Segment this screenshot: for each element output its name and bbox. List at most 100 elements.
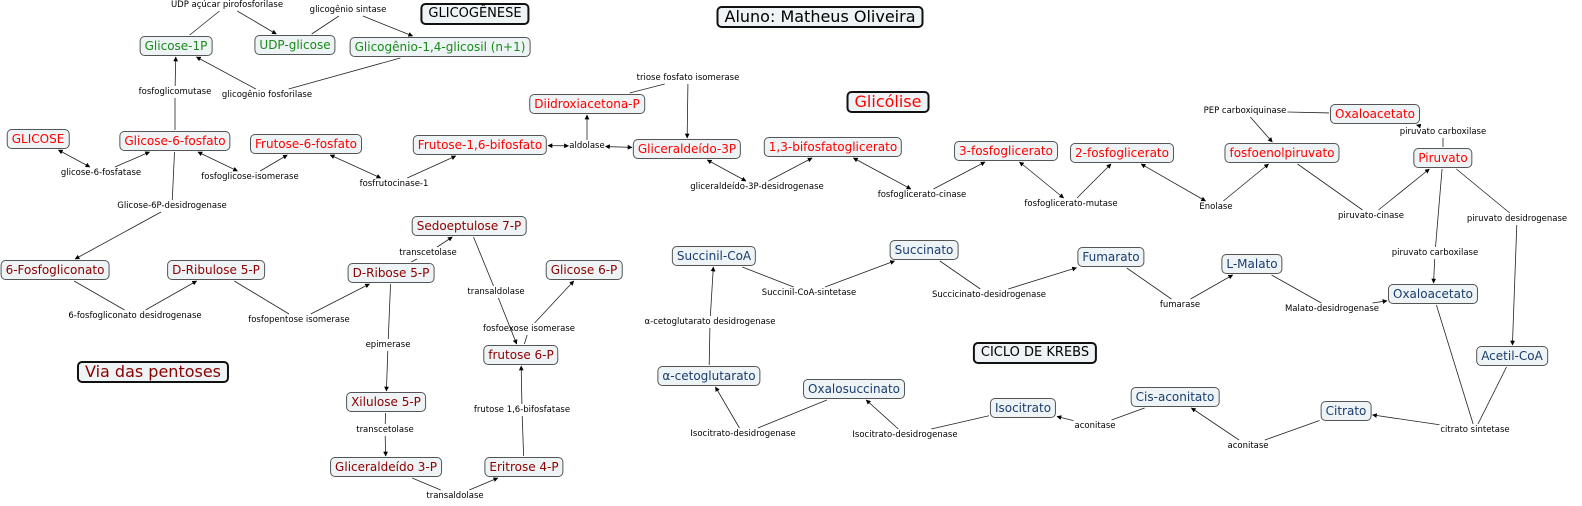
- enzyme-fosfoexose-isomerase: fosfoexose isomerase: [482, 324, 576, 334]
- edge-akg-to-akg-desidrogenase: [708, 327, 711, 366]
- node-f6p-pent[interactable]: frutose 6-P: [483, 345, 559, 365]
- node-f6p[interactable]: Frutose-6-fosfato: [250, 134, 362, 154]
- edge-fosfogliconato-desidrogenase-to-ribulose: [145, 280, 198, 311]
- edge-pep-to-piruvato-cinase: [1297, 163, 1363, 211]
- node-citrato[interactable]: Citrato: [1320, 401, 1372, 421]
- edge-piruvato-carboxilase-top-to-oaa-red: [1416, 123, 1422, 129]
- edge-ribulose-to-fosfopentose-isomerase: [234, 280, 290, 315]
- edge-epimerase-to-xilulose: [384, 350, 389, 392]
- enzyme-malato-desidrogenase: Malato-desidrogenase: [1284, 304, 1380, 314]
- edge-aconitase-2-to-cisaconitato: [1190, 407, 1240, 441]
- edge-oaa-red-to-pep-carboxiquinase: [1287, 111, 1330, 114]
- node-glicogenio[interactable]: Glicogênio-1,4-glicosil (n+1): [349, 37, 531, 57]
- title-aluno[interactable]: Aluno: Matheus Oliveira: [716, 6, 924, 28]
- edge-ribose-to-transcetolase-top: [411, 258, 418, 263]
- enzyme-succinilcoa-sintetase: Succinil-CoA-sintetase: [761, 288, 857, 298]
- edge-transaldolase-bot-to-eritrose: [469, 477, 499, 491]
- edge-glicose-to-glicose6fosfatase: [57, 149, 91, 168]
- enzyme-fumarase: fumarase: [1159, 300, 1201, 310]
- edge-gal3p-to-transaldolase-bot: [412, 477, 441, 491]
- node-glicose1p[interactable]: Glicose-1P: [139, 36, 213, 56]
- node-ribulose[interactable]: D-Ribulose 5-P: [167, 260, 265, 280]
- enzyme-frutose-bifosfatase: frutose 1,6-bifosfatase: [473, 405, 571, 415]
- edge-piruvato-cinase-to-piruvato: [1378, 168, 1430, 211]
- edge-g6p-to-g6p-desidrogenase: [171, 151, 175, 201]
- edge-pep-carboxiquinase-to-pep: [1249, 116, 1273, 143]
- node-succinato[interactable]: Succinato: [889, 240, 959, 260]
- edge-fumarase-to-malato: [1190, 274, 1234, 300]
- enzyme-piruvato-carboxilase-top: piruvato carboxilase: [1399, 127, 1487, 137]
- enzyme-piruvato-carboxilase-mid: piruvato carboxilase: [1391, 248, 1479, 258]
- edge-triose-isomerase-to-g3p: [684, 83, 690, 139]
- title-krebs[interactable]: CICLO DE KREBS: [972, 342, 1098, 364]
- node-pep[interactable]: fosfoenolpiruvato: [1224, 143, 1340, 163]
- edge-akg-desidrogenase-to-succinilcoa: [709, 266, 716, 317]
- edge-aconitase-1-to-isocitrato: [1056, 415, 1074, 422]
- edge-g6p-to-fosfoglicose-isomerase: [197, 151, 238, 172]
- edge-glicogenio-sintase-to-glicogenio: [362, 15, 414, 37]
- node-acetilcoa[interactable]: Acetil-CoA: [1476, 346, 1548, 366]
- enzyme-isocitrato-desid-2: Isocitrato-desidrogenase: [852, 430, 958, 440]
- node-g6p[interactable]: Glicose-6-fosfato: [119, 131, 231, 151]
- node-glicose[interactable]: GLICOSE: [6, 129, 70, 149]
- node-pg2[interactable]: 2-fosfoglicerato: [1070, 143, 1174, 163]
- node-oaa-red[interactable]: Oxaloacetato: [1329, 104, 1421, 124]
- node-oaa-blue[interactable]: Oxaloacetato: [1387, 284, 1479, 304]
- node-succinilcoa[interactable]: Succinil-CoA: [671, 246, 757, 266]
- node-malato[interactable]: L-Malato: [1221, 254, 1283, 274]
- edge-malato-to-malato-desidrogenase: [1271, 274, 1322, 304]
- title-glicogenese[interactable]: GLICOGÊNESE: [420, 3, 530, 25]
- node-isocitrato[interactable]: Isocitrato: [989, 398, 1057, 418]
- enzyme-piruvato-desidrogenase: piruvato desidrogenase: [1466, 214, 1568, 224]
- edge-citrato-sintetase-to-citrato: [1372, 413, 1440, 426]
- enzyme-aconitase-1: aconitase: [1074, 421, 1116, 431]
- edge-isocitrato-desid-1-to-akg: [715, 386, 740, 429]
- edge-fosfoglicerato-mutase-to-pg2: [1076, 163, 1112, 199]
- enzyme-fosfopentose-isomerase: fosfopentose isomerase: [248, 315, 350, 325]
- edge-eritrose-to-frutose-bifosfatase: [521, 415, 525, 457]
- enzyme-glicogenio-sintase: glicogênio sintase: [309, 5, 387, 15]
- edge-fosfoglicomutase-to-glicose1p: [173, 56, 179, 87]
- edge-enolase-to-pep: [1223, 163, 1269, 202]
- node-g6p-pent[interactable]: Glicose 6-P: [545, 260, 623, 280]
- enzyme-pep-carboxiquinase: PEP carboxiquinase: [1203, 106, 1287, 116]
- node-udpglicose[interactable]: UDP-glicose: [254, 35, 336, 55]
- node-oxalosuccinato[interactable]: Oxalosuccinato: [803, 379, 905, 399]
- node-sedo[interactable]: Sedoeptulose 7-P: [411, 216, 527, 236]
- edge-fosfogliconato-to-fosfogliconato-desidrogenase: [73, 280, 125, 311]
- node-dhap[interactable]: Diidroxiacetona-P: [529, 94, 645, 114]
- edge-glicogenio-to-glicogenio-fosforilase: [288, 57, 401, 90]
- node-ribose[interactable]: D-Ribose 5-P: [347, 263, 435, 283]
- node-pg3[interactable]: 3-fosfoglicerato: [954, 141, 1058, 161]
- node-g3p[interactable]: Gliceraldeído-3P: [632, 139, 742, 159]
- edge-succinilcoa-to-succinilcoa-sintetase: [742, 266, 794, 288]
- enzyme-glicogenio-fosforilase: glicogênio fosforilase: [221, 90, 313, 100]
- node-bpg13[interactable]: 1,3-bifosfatoglicerato: [763, 137, 903, 157]
- node-akg[interactable]: α-cetoglutarato: [657, 366, 761, 386]
- edge-oxalosuccinato-to-isocitrato-desid-1: [757, 399, 828, 429]
- edge-transaldolase-mid-to-f6p-pent: [498, 297, 518, 345]
- node-f16bp[interactable]: Frutose-1,6-bifosfato: [412, 135, 548, 155]
- edge-piruvato-carboxilase-mid-to-oaa-blue: [1431, 258, 1437, 284]
- node-fumarato[interactable]: Fumarato: [1077, 247, 1145, 267]
- enzyme-isocitrato-desid-1: Isocitrato-desidrogenase: [690, 429, 796, 439]
- node-fosfogliconato[interactable]: 6-Fosfogliconato: [0, 260, 110, 280]
- node-cisaconitato[interactable]: Cis-aconitato: [1130, 387, 1220, 407]
- enzyme-fosfoglicerato-mutase: fosfoglicerato-mutase: [1024, 199, 1118, 209]
- node-gal3p[interactable]: Gliceraldeído 3-P: [330, 457, 442, 477]
- enzyme-fosfoglicose-isomerase: fosfoglicose-isomerase: [201, 172, 299, 182]
- node-xilulose[interactable]: Xilulose 5-P: [346, 392, 426, 412]
- enzyme-udp-pirofosforilase: UDP açúcar pirofosforilase: [170, 0, 284, 10]
- edge-udp-pirofosforilase-to-glicose1p: [189, 10, 220, 36]
- enzyme-transcetolase-bot: transcetolase: [356, 425, 414, 435]
- edge-piruvato-to-piruvato-desidrogenase: [1456, 168, 1510, 214]
- edge-piruvato-desidrogenase-to-acetilcoa: [1510, 224, 1518, 346]
- edge-glicogenio-fosforilase-to-glicose1p: [196, 56, 257, 90]
- node-eritrose[interactable]: Eritrose 4-P: [484, 457, 564, 477]
- enzyme-aldolase: aldolase: [569, 141, 605, 151]
- title-pentoses[interactable]: Via das pentoses: [76, 361, 230, 383]
- node-piruvato[interactable]: Piruvato: [1413, 148, 1473, 168]
- title-glicolise[interactable]: Glicólise: [846, 91, 930, 113]
- edge-fosfopentose-isomerase-to-ribose: [310, 283, 370, 315]
